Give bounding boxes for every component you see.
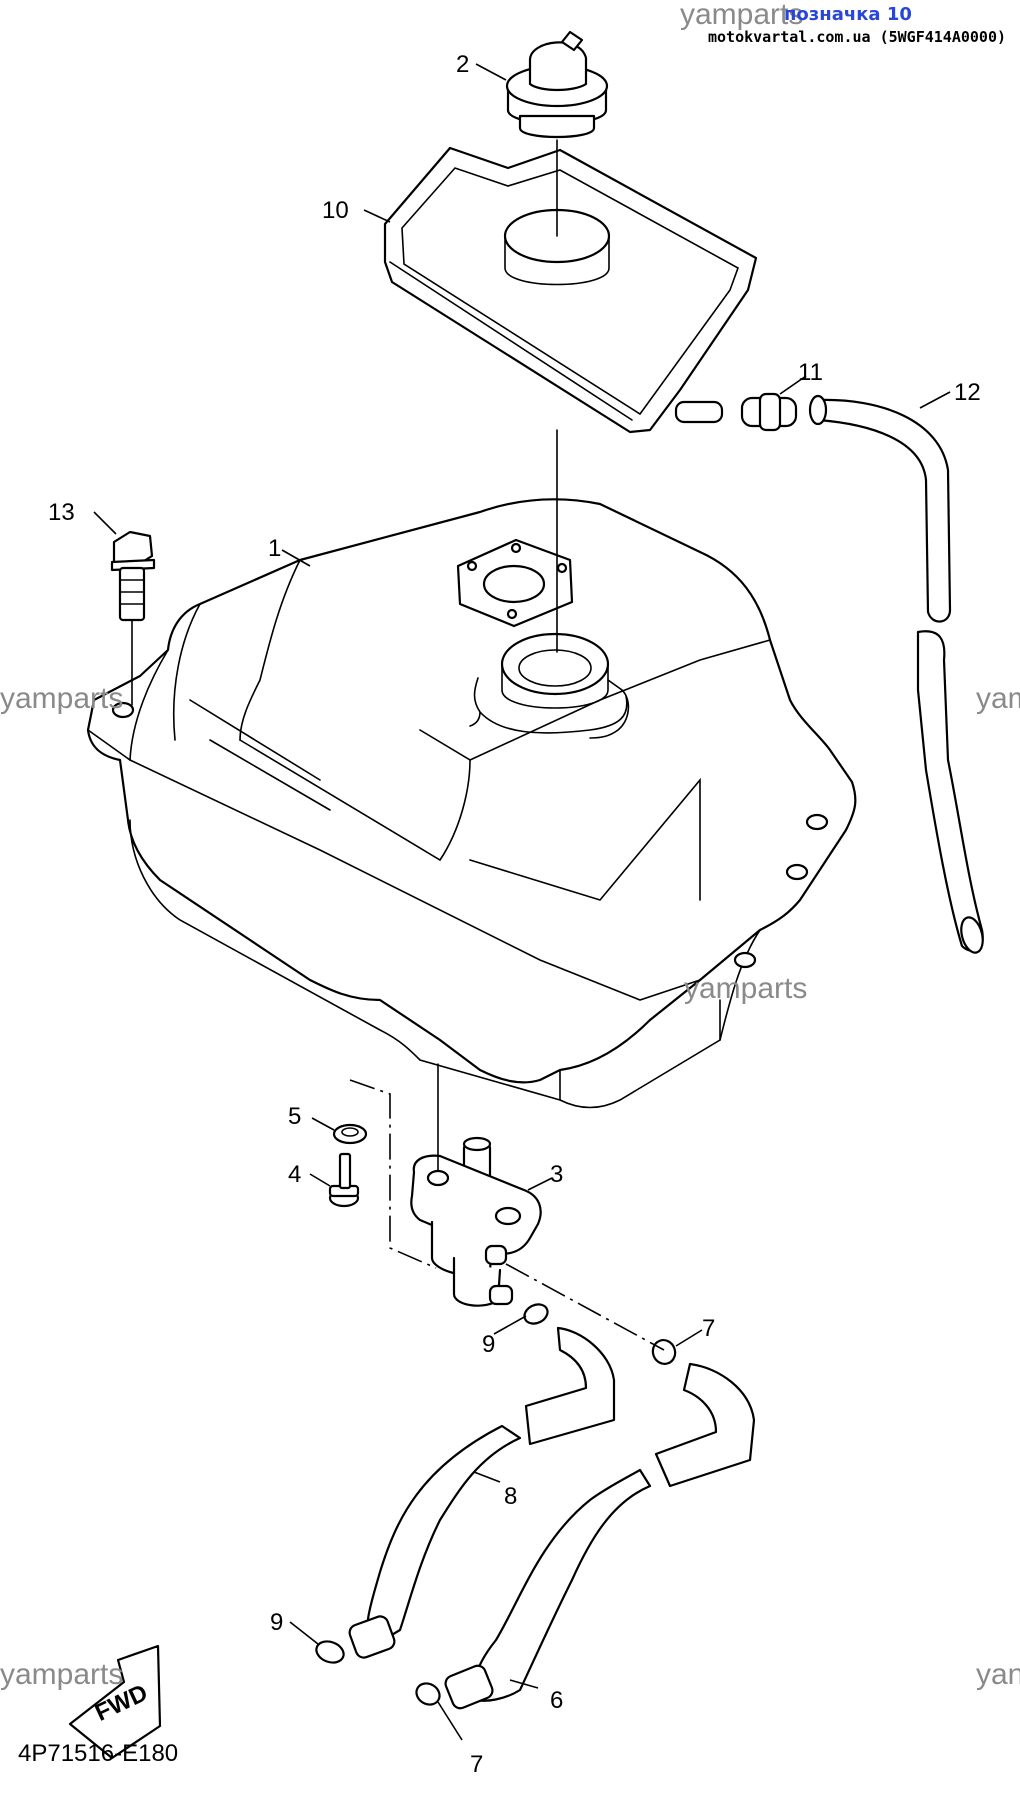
fitting <box>674 392 798 432</box>
link-label[interactable]: позначка 10 <box>784 4 912 25</box>
clamp-7-lower <box>415 1682 441 1706</box>
callout-5: 5 <box>288 1103 301 1130</box>
callout-10: 10 <box>322 197 349 224</box>
vent-hose <box>808 394 984 954</box>
fuel-tank <box>86 429 857 1109</box>
callout-2: 2 <box>456 51 469 78</box>
callout-3: 3 <box>550 1161 563 1188</box>
assembly-line-screw <box>349 1079 437 1269</box>
watermark-bottom-right: yan <box>976 1658 1020 1691</box>
watermark-top: yamparts <box>680 0 804 31</box>
leader-lines <box>93 63 951 1741</box>
callout-12: 12 <box>954 379 981 406</box>
watermark-left: yamparts <box>0 682 123 715</box>
callout-6: 6 <box>550 1687 563 1714</box>
callout-13: 13 <box>48 499 75 526</box>
fuel-hose-6 <box>444 1362 756 1710</box>
fwd-arrow: FWD <box>68 1644 162 1760</box>
callout-1: 1 <box>268 535 281 562</box>
bolt <box>110 530 156 706</box>
fuel-hose <box>348 1326 616 1659</box>
document-code: 4P71516-E180 <box>18 1740 179 1767</box>
clamp-9-upper <box>523 1303 549 1325</box>
callout-11: 11 <box>798 359 823 386</box>
gasket-tray <box>383 139 758 434</box>
source-line: motokvartal.com.ua (5WGF414A0000) <box>708 28 1007 46</box>
clamp-7-upper <box>651 1339 677 1365</box>
callout-9-upper: 9 <box>482 1331 495 1358</box>
clamp-9-lower <box>315 1640 345 1664</box>
screw <box>328 1152 360 1208</box>
callout-7-upper: 7 <box>702 1315 715 1342</box>
callout-7-lower: 7 <box>470 1751 483 1778</box>
callout-9-lower: 9 <box>270 1609 283 1636</box>
washer <box>332 1123 368 1145</box>
callout-4: 4 <box>288 1161 301 1188</box>
fuel-cap <box>505 30 609 139</box>
fuel-cock <box>410 1063 542 1307</box>
watermark-bottom-left: yamparts <box>0 1658 123 1691</box>
callout-8: 8 <box>504 1483 517 1510</box>
watermarks: yamparts yamparts yamparts yam yan <box>0 682 1020 1691</box>
callouts: 2 10 11 12 13 1 5 4 3 9 7 8 9 6 7 <box>48 51 981 1778</box>
watermark-right: yam <box>976 682 1020 715</box>
watermark-center: yamparts <box>684 972 807 1005</box>
assembly-line-hose <box>505 1263 665 1351</box>
